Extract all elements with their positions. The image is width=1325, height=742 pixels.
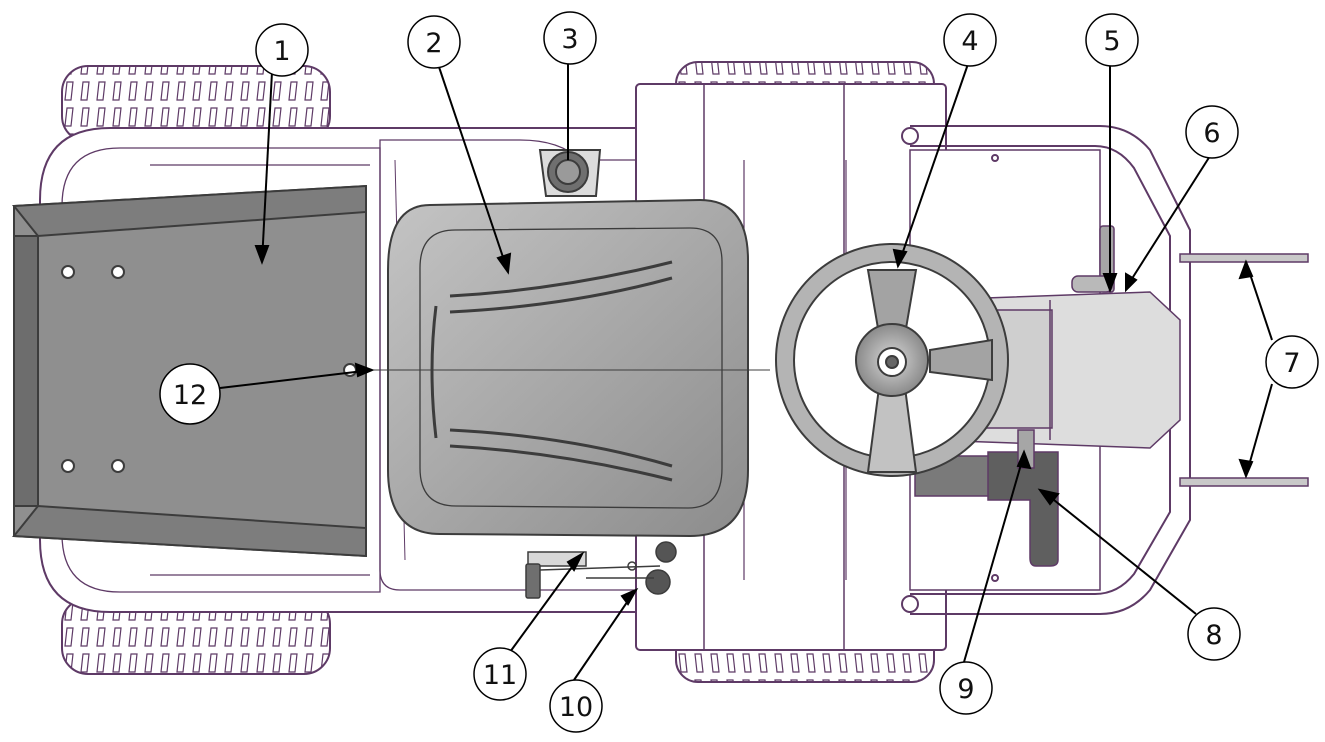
callout-7: 7 — [1265, 335, 1319, 389]
steering-wheel — [775, 243, 1009, 477]
leader-lines — [219, 62, 1273, 681]
callout-12-label: 12 — [173, 380, 207, 411]
callout-4-label: 4 — [961, 26, 978, 57]
callout-2-label: 2 — [425, 28, 442, 59]
callout-6-label: 6 — [1203, 118, 1220, 149]
callout-7-label: 7 — [1283, 348, 1300, 379]
callout-11-label: 11 — [483, 660, 517, 691]
callout-8-label: 8 — [1205, 620, 1222, 651]
callout-4: 4 — [943, 13, 997, 67]
callout-3: 3 — [543, 11, 597, 65]
callout-9-label: 9 — [957, 674, 974, 705]
callout-10-label: 10 — [559, 692, 593, 723]
callout-10: 10 — [549, 679, 603, 733]
fuel-cap — [538, 149, 602, 197]
callout-11: 11 — [473, 647, 527, 701]
callout-12: 12 — [159, 363, 221, 425]
callout-9: 9 — [939, 661, 993, 715]
callout-3-label: 3 — [561, 24, 578, 55]
callout-1: 1 — [255, 23, 309, 77]
callout-6: 6 — [1185, 105, 1239, 159]
control-levers — [525, 541, 677, 599]
callout-1-label: 1 — [273, 36, 290, 67]
callout-5: 5 — [1085, 13, 1139, 67]
callout-8: 8 — [1187, 607, 1241, 661]
pedal-assembly — [914, 429, 1059, 567]
seat — [387, 198, 749, 538]
callout-5-label: 5 — [1103, 26, 1120, 57]
callout-2: 2 — [407, 15, 461, 69]
front-guide-rails — [1179, 253, 1309, 487]
